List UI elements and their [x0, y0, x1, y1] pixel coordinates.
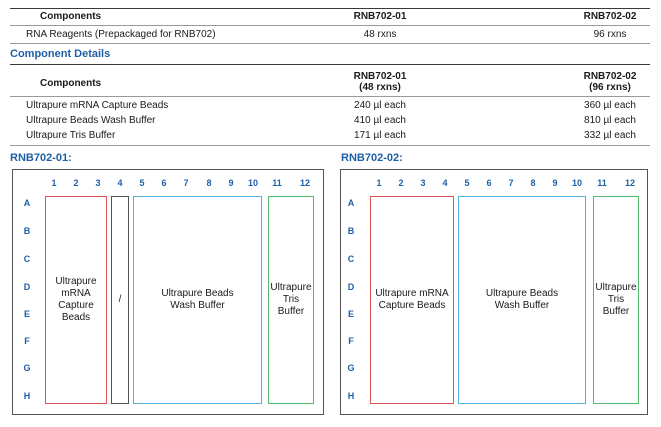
plate-2-column-5: 5: [464, 178, 470, 188]
details-row-1-qty-02: 360 µl each: [584, 100, 636, 111]
details-row-1-qty-01: 240 µl each: [354, 100, 406, 111]
plate-2-row-D: D: [347, 282, 355, 292]
details-top-rule: [10, 64, 650, 65]
plate-1-row-F: F: [24, 336, 30, 346]
details-row-1-component: Ultrapure mRNA Capture Beads: [26, 100, 169, 111]
table1-header-rnb702-02: RNB702-02: [583, 11, 637, 22]
plate-2-column-10: 10: [571, 178, 582, 188]
details-header-rule: [10, 96, 650, 97]
plate-2-row-G: G: [347, 363, 355, 373]
plate-2-row-H: H: [347, 391, 355, 401]
details-row-3-component: Ultrapure Tris Buffer: [26, 130, 116, 141]
plate-1-row-E: E: [23, 309, 30, 319]
plate-1-row-H: H: [23, 391, 31, 401]
plate-1-row-G: G: [23, 363, 31, 373]
plate-2-column-6: 6: [486, 178, 492, 188]
details-row-3-qty-01: 171 µl each: [354, 130, 406, 141]
details-header-rnb702-01: RNB702-01 (48 rxns): [320, 71, 440, 93]
details-header-rnb702-01-line2: (48 rxns): [359, 82, 401, 93]
details-row-3-qty-02: 332 µl each: [584, 130, 636, 141]
plate-1-column-1: 1: [51, 178, 57, 188]
plate-1-row-D: D: [23, 282, 31, 292]
plate-2-column-11: 11: [597, 178, 607, 188]
table1-row-component: RNA Reagents (Prepackaged for RNB702): [26, 29, 216, 40]
plate-1-column-12: 12: [299, 178, 310, 188]
details-header-rnb702-02-line2: (96 rxns): [589, 82, 631, 93]
plate-1-row-C: C: [23, 254, 31, 264]
plate-2-column-4: 4: [442, 178, 448, 188]
plate-2-column-7: 7: [508, 178, 514, 188]
plate-2-column-2: 2: [398, 178, 404, 188]
plate-1-column-4: 4: [117, 178, 123, 188]
plate-1-block-2: /: [111, 196, 129, 404]
plate-2-column-3: 3: [420, 178, 426, 188]
plate-1-block-4: Ultrapure Tris Buffer: [268, 196, 314, 404]
plate-1-column-8: 8: [206, 178, 212, 188]
table1-header-rnb702-01: RNB702-01: [353, 11, 407, 22]
plate-title-rnb702-01: RNB702-01:: [10, 152, 72, 164]
plate-2-block-2: Ultrapure Beads Wash Buffer: [458, 196, 586, 404]
plate-2-row-B: B: [347, 226, 355, 236]
details-bottom-rule: [10, 145, 650, 146]
plate-2-row-A: A: [347, 198, 355, 208]
details-header-rnb702-01-line1: RNB702-01: [353, 71, 407, 82]
plate-2-block-1: Ultrapure mRNA Capture Beads: [370, 196, 454, 404]
plate-2-block-3: Ultrapure Tris Buffer: [593, 196, 639, 404]
details-row-2-component: Ultrapure Beads Wash Buffer: [26, 115, 156, 126]
plate-1-column-11: 11: [272, 178, 282, 188]
plate-2-column-12: 12: [624, 178, 635, 188]
plate-1-row-A: A: [23, 198, 31, 208]
plate-1-column-7: 7: [183, 178, 189, 188]
plate-1-column-2: 2: [73, 178, 79, 188]
plate-1-column-5: 5: [139, 178, 145, 188]
plate-2-row-F: F: [348, 336, 354, 346]
details-row-2-qty-01: 410 µl each: [354, 115, 406, 126]
plate-1-column-6: 6: [161, 178, 167, 188]
plate-2-row-E: E: [347, 309, 354, 319]
section-title-component-details: Component Details: [10, 48, 111, 60]
plate-1-column-3: 3: [95, 178, 101, 188]
details-row-2-qty-02: 810 µl each: [584, 115, 636, 126]
plate-1-block-1: Ultrapure mRNA Capture Beads: [45, 196, 107, 404]
plate-1-column-9: 9: [228, 178, 234, 188]
table1-header-components: Components: [40, 11, 102, 22]
details-header-components: Components: [40, 78, 102, 89]
plate-2-row-C: C: [347, 254, 355, 264]
plate-2-column-1: 1: [376, 178, 382, 188]
plate-2-column-9: 9: [552, 178, 558, 188]
plate-1-column-10: 10: [247, 178, 258, 188]
plate-1-block-3: Ultrapure Beads Wash Buffer: [133, 196, 262, 404]
table1-header-rule: [10, 25, 650, 26]
plate-1-row-B: B: [23, 226, 31, 236]
table1-top-rule: [10, 8, 650, 9]
plate-2-column-8: 8: [530, 178, 536, 188]
details-header-rnb702-02: RNB702-02 (96 rxns): [550, 71, 661, 93]
table1-row-qty-01: 48 rxns: [363, 29, 397, 40]
plate-title-rnb702-02: RNB702-02:: [341, 152, 403, 164]
table1-bottom-rule: [10, 43, 650, 44]
details-header-rnb702-02-line1: RNB702-02: [583, 71, 637, 82]
table1-row-qty-02: 96 rxns: [593, 29, 627, 40]
